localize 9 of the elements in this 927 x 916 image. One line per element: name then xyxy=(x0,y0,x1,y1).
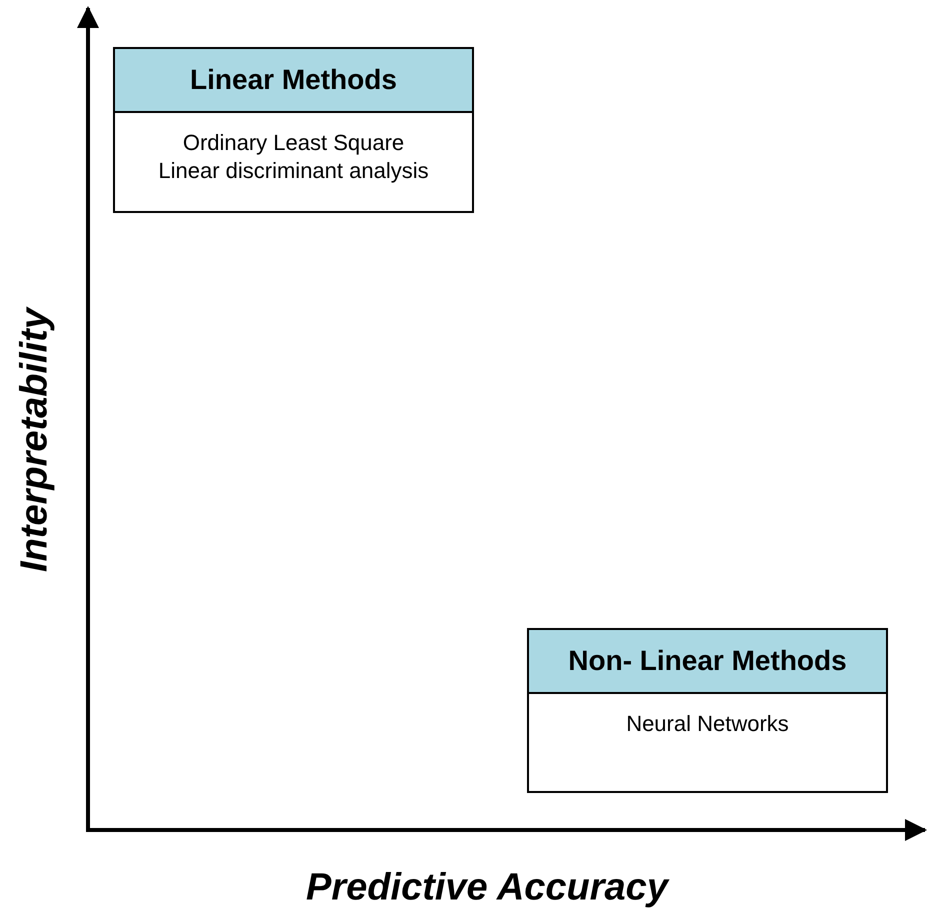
y-axis-title: Interpretability xyxy=(14,308,56,572)
method-name: Ordinary Least Square xyxy=(182,129,404,157)
card-heading: Linear Methods xyxy=(115,49,472,113)
method-name: Neural Networks xyxy=(626,710,789,738)
method-card xyxy=(527,628,888,793)
x-axis-title: Predictive Accuracy xyxy=(306,866,668,910)
method-card xyxy=(113,47,474,213)
method-name: Linear discriminant analysis xyxy=(158,157,429,185)
card-heading: Non- Linear Methods xyxy=(529,630,886,694)
